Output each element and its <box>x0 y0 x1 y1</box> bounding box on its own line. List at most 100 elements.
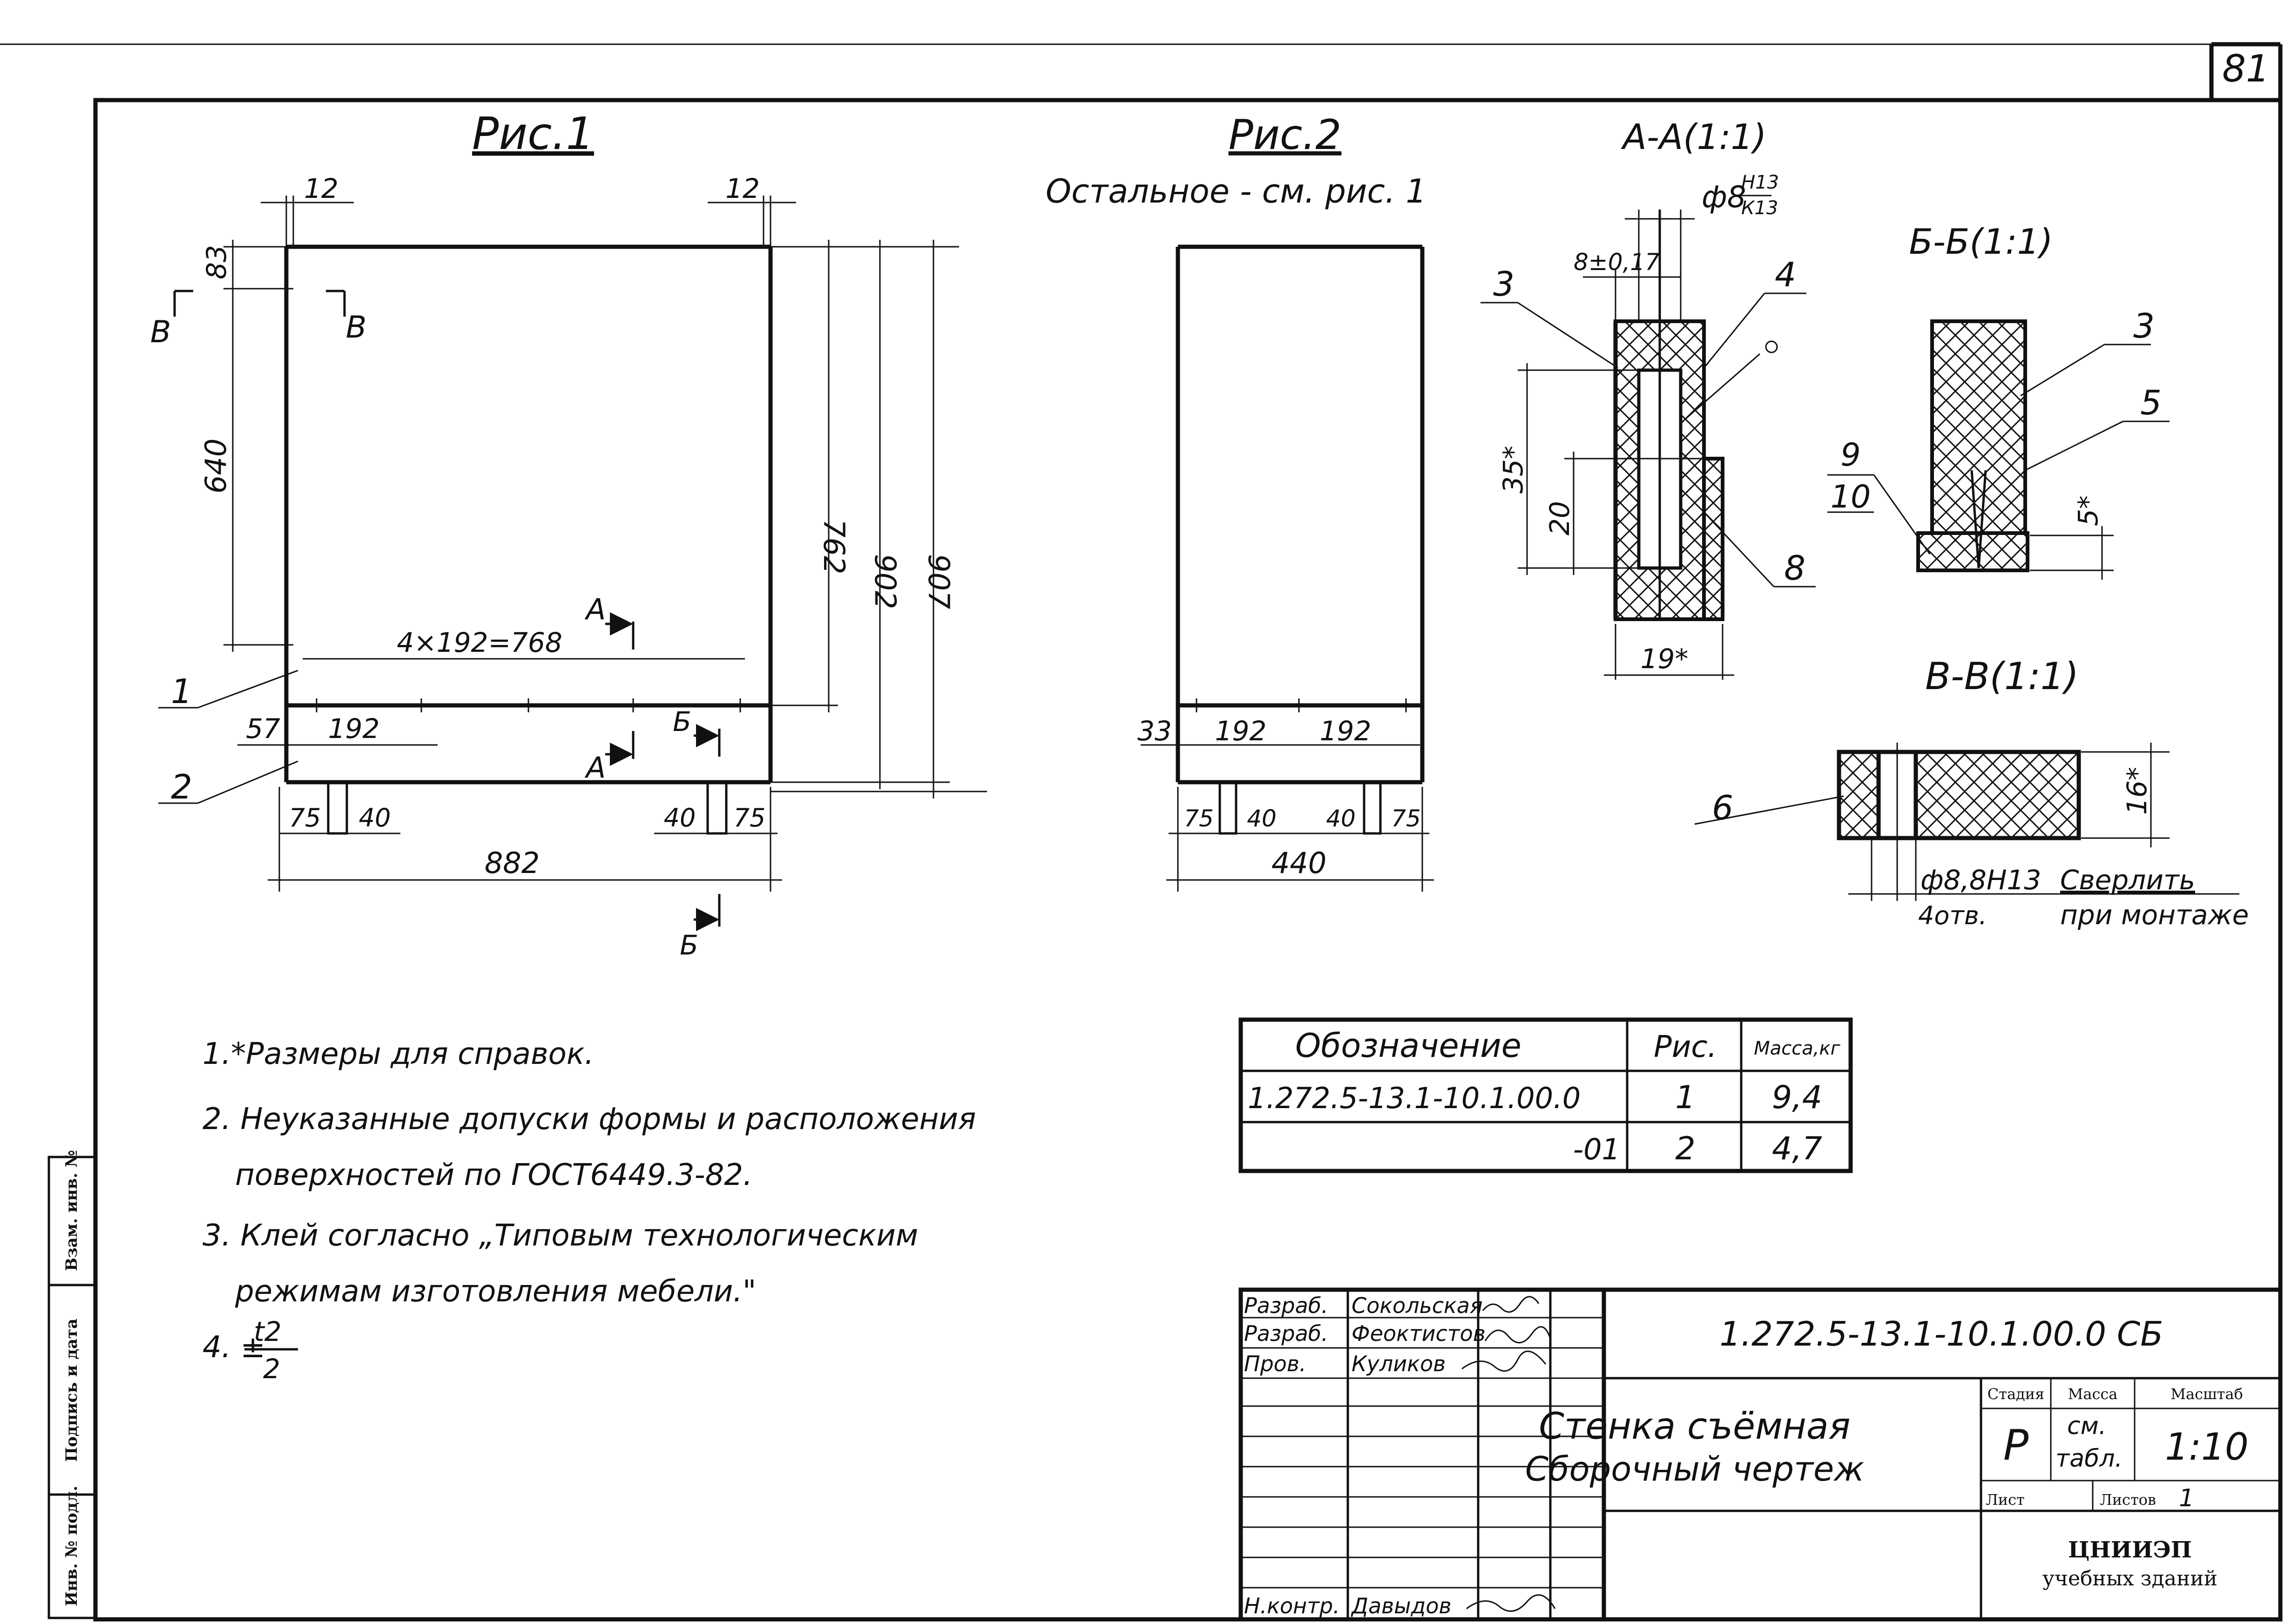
section-aa-title: А-А(1:1) <box>1621 116 1767 157</box>
tb-scale-label: Масштаб <box>2170 1385 2243 1403</box>
fig2-dim-75-left: 75 <box>1184 805 1214 832</box>
fig2-dim-440: 440 <box>1271 846 1326 880</box>
section-bb-dim-5: 5* <box>2072 495 2104 526</box>
tb-stage-value: Р <box>2003 1421 2029 1470</box>
fig1-dim-40-left: 40 <box>359 803 391 832</box>
tb-document-code: 1.272.5-13.1-10.1.00.0 СБ <box>1719 1314 2163 1353</box>
section-aa-hole: ф8 <box>1702 180 1746 215</box>
fig1-dim-762: 762 <box>817 519 851 574</box>
tb-sheets-value: 1 <box>2179 1484 2194 1512</box>
section-vv-hole-note: ф8,8Н13 <box>1920 864 2041 896</box>
tb-name-line1: Стенка съёмная <box>1539 1406 1850 1448</box>
note-2: 2. Неуказанные допуски формы и расположе… <box>203 1102 976 1137</box>
section-aa-callout-4: 4 <box>1775 255 1796 294</box>
section-v-v: В-В(1:1) 16* 6 ф8,8Н13 Сверлить 4отв. пр… <box>1694 655 2249 931</box>
spec-header-designation: Обозначение <box>1295 1027 1521 1065</box>
section-mark-v-left: В <box>150 315 171 350</box>
section-vv-dim-16: 16* <box>2121 767 2153 815</box>
section-b-b: Б-Б(1:1) 5* 3 5 9 10 <box>1827 221 2170 580</box>
tb-org-line2: учебных зданий <box>2042 1567 2217 1590</box>
fig1-callout-2: 2 <box>171 767 192 806</box>
section-aa-tol-bottom: К13 <box>1741 197 1778 219</box>
section-aa-dim-35: 35* <box>1497 446 1529 494</box>
section-bb-callout-3: 3 <box>2133 306 2155 345</box>
tb-name-line2: Сборочный чертеж <box>1525 1449 1864 1489</box>
section-mark-a-top: А <box>584 592 606 626</box>
fig1-dim-83: 83 <box>201 245 232 279</box>
section-mark-b-top: Б <box>673 706 691 738</box>
side-stamp: Взам. инв. № Подпись и дата Инв. № подл. <box>47 1150 97 1619</box>
tb-role-2: Разраб. <box>1244 1321 1328 1346</box>
sheet-frame <box>0 42 2283 1622</box>
section-bb-callout-10: 10 <box>1831 479 1871 515</box>
spec-row1-designation: 1.272.5-13.1-10.1.00.0 <box>1248 1081 1581 1115</box>
tb-person-3: Куликов <box>1352 1351 1446 1376</box>
tb-mass-label: Масса <box>2068 1385 2118 1403</box>
stamp-signature-date: Подпись и дата <box>62 1319 81 1462</box>
fig2-dim-192-a: 192 <box>1215 715 1267 747</box>
spec-row2-figure: 2 <box>1675 1130 1695 1167</box>
section-aa-dim-20: 20 <box>1544 501 1575 535</box>
section-vv-callout-6: 6 <box>1712 788 1733 827</box>
figure-1: Рис.1 12 12 83 640 762 902 907 <box>150 108 987 961</box>
fig1-dim-pitch: 4×192=768 <box>397 627 562 658</box>
section-bb-callout-5: 5 <box>2140 383 2162 422</box>
fig2-title: Рис.2 <box>1229 111 1342 159</box>
signature-3 <box>1461 1350 1547 1372</box>
note-4: 4. ± <box>203 1330 265 1365</box>
fig2-dim-75-right: 75 <box>1391 805 1421 832</box>
tb-role-1: Разраб. <box>1244 1293 1328 1318</box>
tb-mass-value-line1: см. <box>2067 1412 2106 1440</box>
tb-org-line1: ЦНИИЭП <box>2068 1537 2192 1563</box>
tb-scale-value: 1:10 <box>2165 1425 2249 1468</box>
fig2-subtitle: Остальное - см. рис. 1 <box>1046 172 1426 210</box>
fig2-dim-40-right: 40 <box>1326 805 1356 832</box>
section-aa-callout-8: 8 <box>1784 548 1805 588</box>
fig1-dim-40-right: 40 <box>664 803 696 832</box>
section-vv-drill-note: Сверлить <box>2060 864 2195 896</box>
fig1-dim-12-left: 12 <box>304 173 338 204</box>
tb-role-3: Пров. <box>1244 1351 1306 1376</box>
fig2-dim-192-b: 192 <box>1320 715 1372 747</box>
signature-1 <box>1482 1296 1540 1313</box>
fig1-dim-57: 57 <box>246 713 280 744</box>
tb-sheets-label: Листов <box>2100 1491 2156 1509</box>
tb-person-4: Давыдов <box>1351 1593 1452 1618</box>
spec-row2-mass: 4,7 <box>1772 1130 1822 1167</box>
signature-4 <box>1466 1594 1556 1612</box>
fig1-dim-75-right: 75 <box>734 803 766 832</box>
title-block: Разраб. Разраб. Пров. Н.контр. Сокольска… <box>1238 1287 2283 1622</box>
spec-table: Обозначение Рис. Масса,кг 1.272.5-13.1-1… <box>1238 1017 1853 1173</box>
spec-header-figure: Рис. <box>1654 1030 1717 1064</box>
section-mark-v-right: В <box>346 310 367 345</box>
fig1-dim-192: 192 <box>328 713 380 744</box>
sheet-number: 81 <box>2222 47 2270 90</box>
section-aa-callout-3: 3 <box>1493 264 1514 304</box>
spec-row1-mass: 9,4 <box>1772 1079 1822 1116</box>
fig1-dim-12-right: 12 <box>725 173 760 204</box>
section-bb-title: Б-Б(1:1) <box>1909 221 2053 262</box>
note-4-numerator: t2 <box>254 1316 282 1347</box>
figure-2: Рис.2 Остальное - см. рис. 1 33 192 192 … <box>1046 111 1434 892</box>
fig1-dim-75-left: 75 <box>289 803 321 832</box>
section-aa-tol-top: Н13 <box>1741 172 1779 193</box>
stamp-original-inv: Инв. № подл. <box>62 1486 81 1606</box>
fig1-callout-1: 1 <box>171 672 192 711</box>
section-aa-dim-19: 19* <box>1641 643 1689 675</box>
section-vv-title: В-В(1:1) <box>1925 655 2079 698</box>
fig2-dim-33: 33 <box>1137 715 1172 747</box>
section-mark-a-bottom: А <box>584 751 606 785</box>
tb-mass-value-line2: табл. <box>2055 1445 2123 1473</box>
fig1-dim-907: 907 <box>922 554 956 609</box>
fig1-title: Рис.1 <box>472 108 594 160</box>
note-4-denominator: 2 <box>263 1353 280 1385</box>
section-aa-dim-8: 8±0,17 <box>1574 249 1660 276</box>
section-vv-count-note: 4отв. <box>1918 901 1987 930</box>
note-3: 3. Клей согласно „Типовым технологически… <box>203 1218 918 1253</box>
note-1: 1.*Размеры для справок. <box>203 1037 594 1071</box>
tb-role-4: Н.контр. <box>1244 1593 1340 1618</box>
fig1-dim-882: 882 <box>485 846 540 880</box>
section-a-a: А-А(1:1) ф8 Н13 К13 8±0,17 35* 20 19* <box>1481 116 1816 680</box>
fig1-dim-640: 640 <box>199 439 233 494</box>
